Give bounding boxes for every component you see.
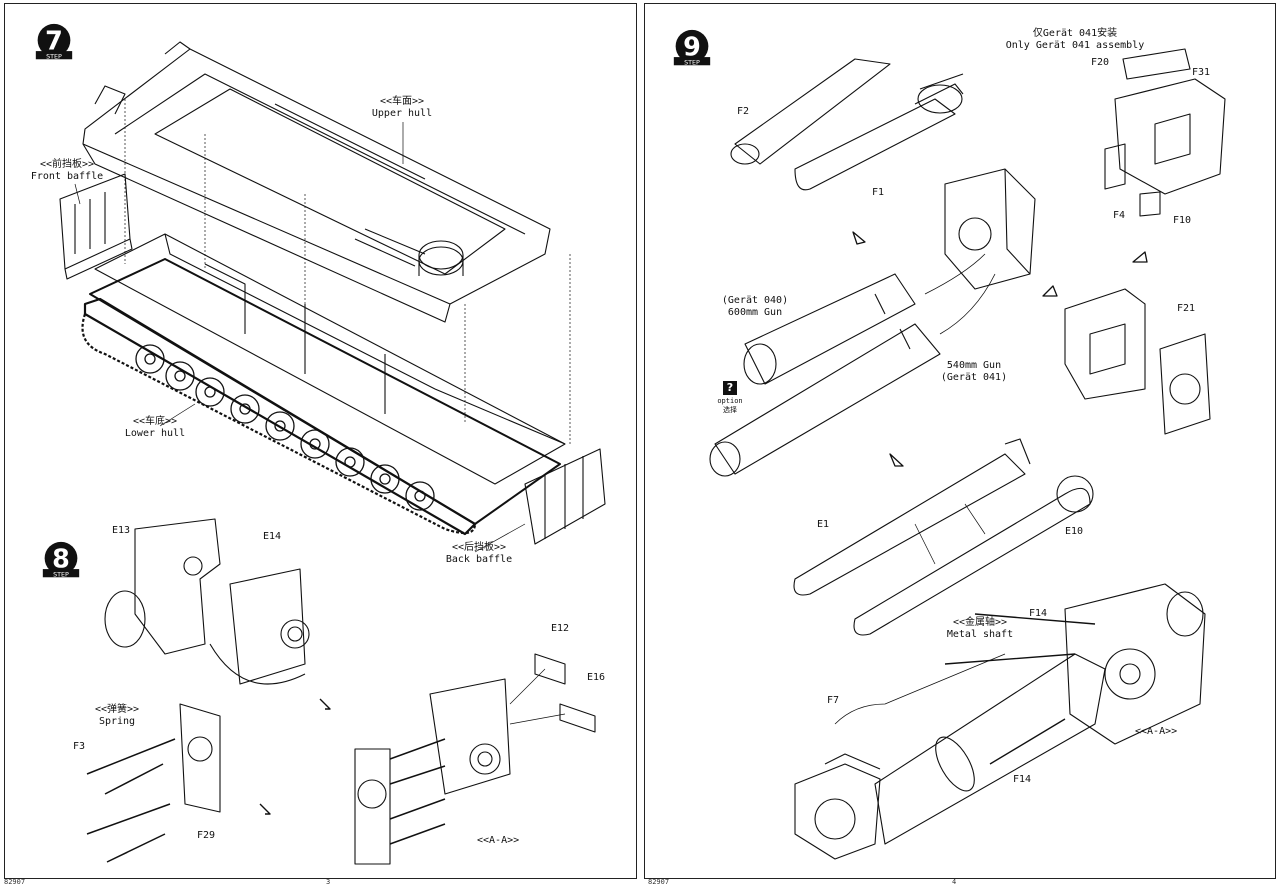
part-f20-label: F20 — [1091, 57, 1110, 68]
gun-040-label-a: (Gerät 040) — [721, 295, 789, 306]
gun-assembly-drawing — [709, 48, 1226, 860]
hull-assembly-drawing — [59, 41, 606, 865]
step-8-badge: 8 STEP — [42, 541, 80, 578]
svg-text:STEP: STEP — [684, 59, 700, 66]
part-e12-label: E12 — [551, 623, 570, 634]
instruction-page-left: 7 STEP 8 STEP <<车面>> Upper hull <<前挡板>> … — [4, 3, 637, 879]
gun-041-label-a: 540mm Gun — [946, 360, 1002, 371]
front-baffle-label-en: Front baffle — [30, 171, 104, 182]
step8-assembly — [86, 518, 596, 865]
breech-assembly — [794, 583, 1206, 860]
gun-barrels — [709, 253, 996, 477]
gun-040-label-b: 600mm Gun — [727, 307, 783, 318]
option-question-icon: ? — [723, 381, 737, 395]
gun-041-label-b: (Gerät 041) — [940, 372, 1008, 383]
instruction-page-right: 9 STEP 仅Gerät 041安装 Only Gerät 041 assem… — [644, 3, 1276, 879]
lower-hull-label-cn: <<车底>> — [132, 416, 178, 427]
option-label-cn: 选择 — [723, 406, 737, 414]
front-baffle-part — [59, 173, 133, 280]
footer-code-left: 82907 — [4, 878, 26, 886]
part-f2-label: F2 — [737, 106, 750, 117]
only-041-label-cn: 仅Gerät 041安装 — [1032, 28, 1118, 39]
spring-label-en: Spring — [98, 716, 136, 727]
svg-text:STEP: STEP — [53, 571, 69, 578]
part-e1-label: E1 — [817, 519, 830, 530]
part-f31-label: F31 — [1192, 67, 1211, 78]
part-f14-label-bottom: F14 — [1013, 774, 1032, 785]
part-e14-label: E14 — [263, 531, 282, 542]
lower-hull-label-en: Lower hull — [124, 428, 186, 439]
back-baffle-label-en: Back baffle — [445, 554, 513, 565]
upper-hull-label-en: Upper hull — [371, 108, 433, 119]
svg-text:9: 9 — [683, 32, 701, 62]
upper-hull-label-cn: <<车面>> — [379, 96, 425, 107]
upper-hull-part — [82, 41, 551, 323]
step-9-badge: 9 STEP — [673, 29, 711, 66]
part-e10-label: E10 — [1065, 526, 1084, 537]
step-7-badge: 7 STEP — [35, 23, 73, 60]
option-label-en: option — [717, 397, 743, 405]
footer-page-right: 4 — [952, 878, 957, 886]
part-f10-label: F10 — [1173, 215, 1192, 226]
breech-cradle-parts — [1064, 48, 1226, 435]
front-baffle-label-cn: <<前挡板>> — [39, 159, 95, 170]
section-aa-label-right: <<A-A>> — [1135, 726, 1178, 737]
lower-hull-part — [81, 233, 566, 536]
only-041-label-en: Only Gerät 041 assembly — [1005, 40, 1145, 51]
svg-text:STEP: STEP — [46, 53, 62, 60]
part-f7-label: F7 — [827, 695, 840, 706]
part-f29-label: F29 — [197, 830, 216, 841]
spring-label-cn: <<弹簧>> — [94, 704, 140, 715]
barrel-halves-540mm — [793, 438, 1094, 636]
part-f14-label-top: F14 — [1029, 608, 1048, 619]
part-f1-label: F1 — [872, 187, 885, 198]
part-f4-label: F4 — [1113, 210, 1126, 221]
section-aa-label: <<A-A>> — [477, 835, 520, 846]
footer-code-right: 82907 — [648, 878, 670, 886]
back-baffle-label-cn: <<后挡板>> — [451, 542, 507, 553]
svg-text:8: 8 — [52, 544, 70, 574]
part-e13-label: E13 — [112, 525, 131, 536]
metal-shaft-label-en: Metal shaft — [946, 629, 1014, 640]
part-f3-label: F3 — [73, 741, 86, 752]
gun-mantlet — [944, 168, 1036, 290]
barrel-halves-600mm — [730, 58, 964, 191]
footer-page-left: 3 — [326, 878, 331, 886]
back-baffle-part — [524, 448, 606, 545]
svg-text:7: 7 — [45, 26, 63, 56]
metal-shaft-label-cn: <<金属轴>> — [952, 617, 1008, 628]
part-e16-label: E16 — [587, 672, 606, 683]
part-f21-label: F21 — [1177, 303, 1196, 314]
